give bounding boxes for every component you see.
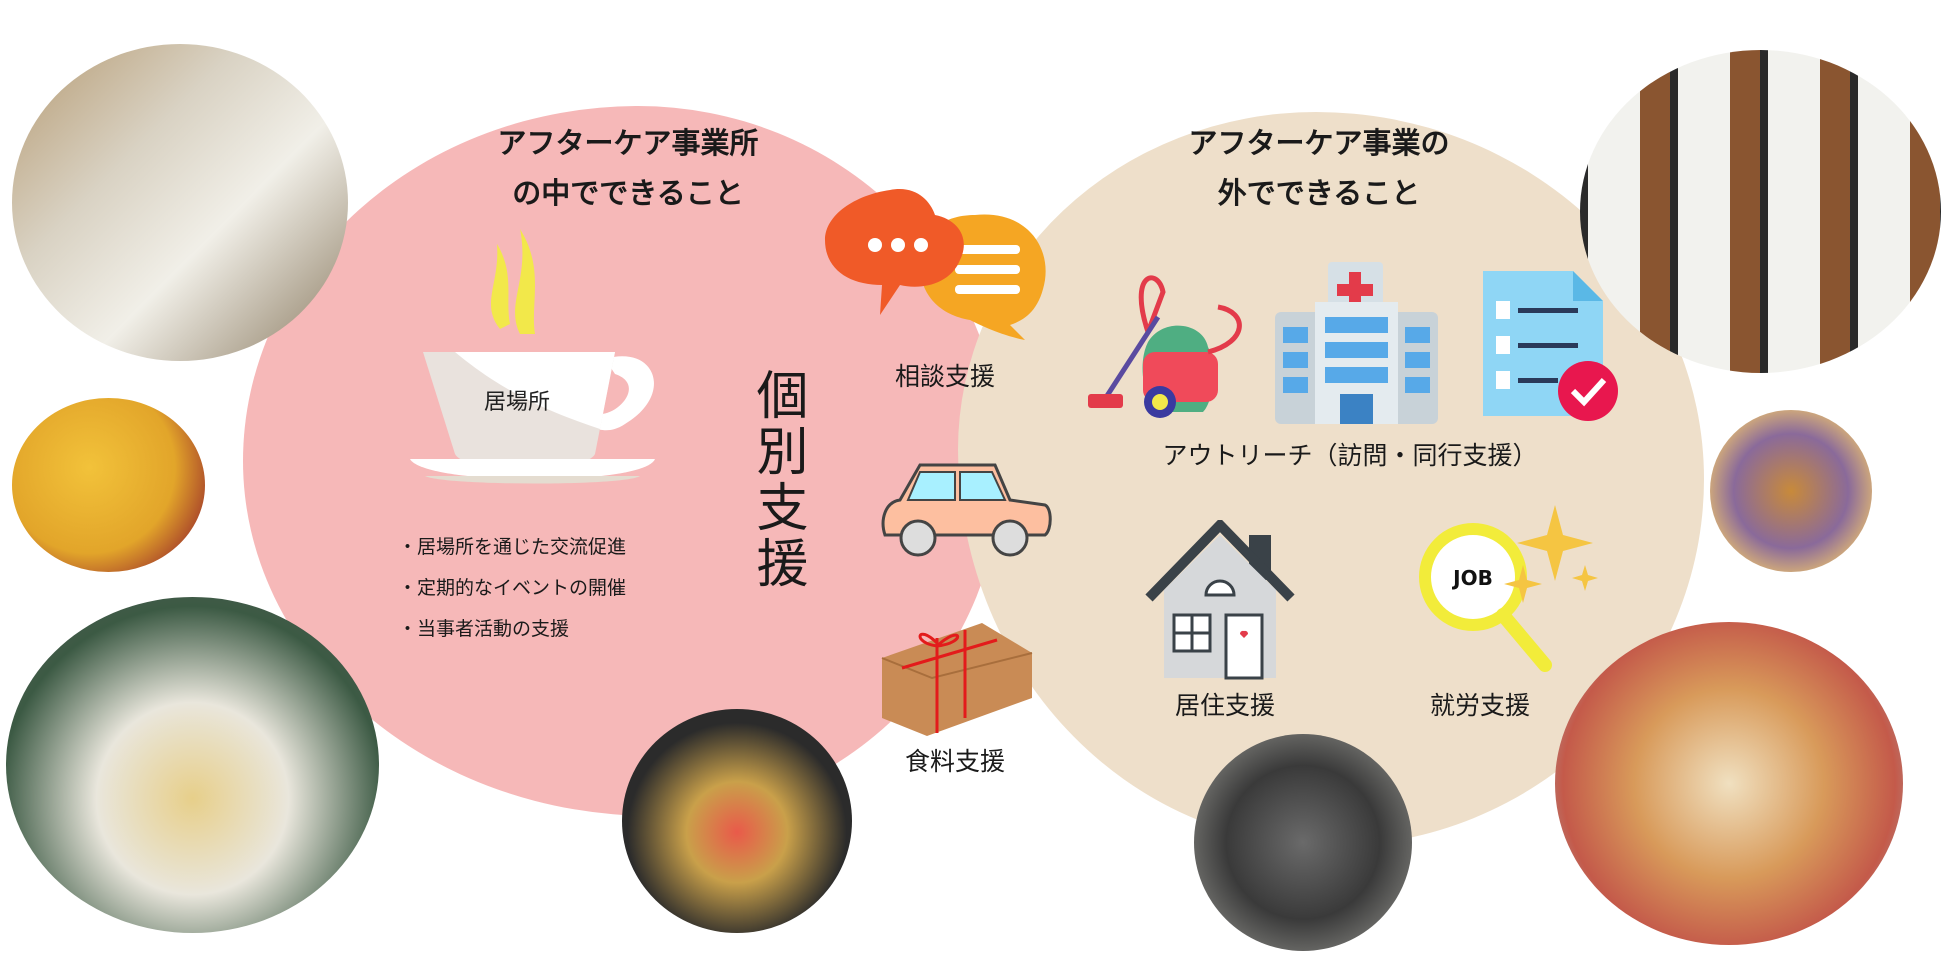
left-title-line2: の中でできること [512, 176, 744, 210]
individual-support-label: 個別支援 [747, 368, 807, 592]
cup-label: 居場所 [484, 390, 550, 415]
job-icon-text: JOB [1451, 566, 1493, 590]
bullet-item: ・定期的なイベントの開催 [398, 577, 627, 599]
food-support-label: 食料支援 [904, 747, 1005, 776]
left-title-line1: アフターケア事業所 [497, 126, 759, 160]
house-icon [1145, 520, 1295, 680]
photo-bento [1580, 50, 1941, 373]
bullet-item: ・居場所を通じた交流促進 [398, 536, 627, 558]
job-search-icon: JOB [1419, 505, 1598, 672]
chat-bubbles-icon [825, 189, 1046, 340]
housing-support-label: 居住支援 [1174, 691, 1275, 720]
photo-food-boxes [1555, 622, 1903, 945]
photo-fast-food [1710, 410, 1872, 572]
outreach-label: アウトリーチ（訪問・同行支援） [1162, 441, 1538, 470]
hospital-icon [1275, 262, 1438, 424]
coffee-cup-icon: 居場所 [410, 229, 655, 484]
checked-document-icon [1483, 271, 1618, 421]
right-title-line1: アフターケア事業の [1188, 126, 1450, 160]
employment-support-label: 就労支援 [1429, 691, 1530, 720]
photo-snacks-gift [622, 709, 852, 933]
food-parcel-icon [881, 623, 1033, 736]
photo-study-desk [12, 44, 348, 361]
photo-food-bag [6, 597, 379, 933]
left-title: アフターケア事業所 の中でできること [428, 118, 828, 218]
photo-bicycle [1194, 734, 1412, 951]
car-icon [881, 463, 1052, 557]
photo-omurice-love [12, 398, 205, 572]
bullet-item: ・当事者活動の支援 [398, 618, 570, 640]
right-title: アフターケア事業の 外でできること [1119, 118, 1519, 218]
right-title-line2: 外でできること [1217, 176, 1421, 210]
vacuum-cleaner-icon [1088, 275, 1242, 418]
consult-support-label: 相談支援 [894, 362, 995, 391]
